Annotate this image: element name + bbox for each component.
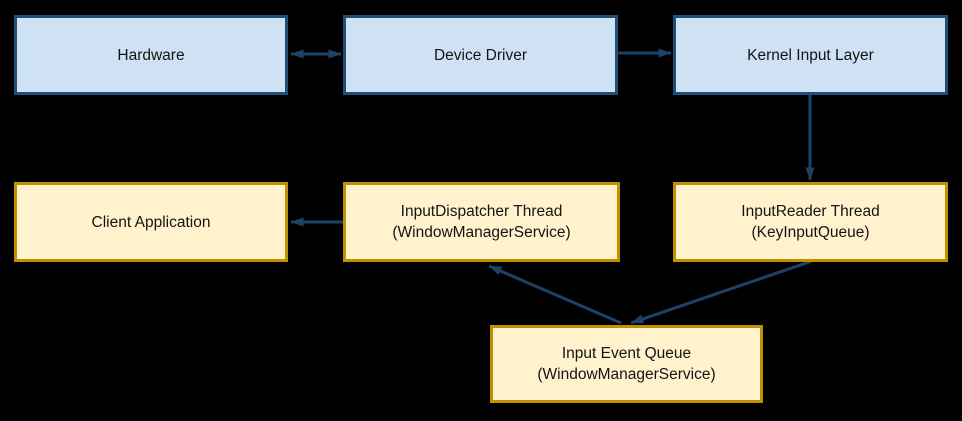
node-client-application: Client Application: [14, 182, 288, 262]
node-device-driver: Device Driver: [343, 15, 618, 95]
node-kernel-input-layer: Kernel Input Layer: [673, 15, 948, 95]
node-label: Client Application: [91, 213, 211, 231]
node-label: InputDispatcher Thread: [400, 203, 563, 220]
node-label: Input Event Queue: [561, 345, 692, 362]
node-input-event-queue: Input Event Queue (WindowManagerService): [490, 325, 763, 403]
node-sublabel: (KeyInputQueue): [751, 224, 870, 241]
arrow-input-event-queue-input-dispatcher: [488, 264, 622, 325]
node-input-reader-thread: InputReader Thread (KeyInputQueue): [673, 182, 948, 262]
node-label: Hardware: [117, 46, 185, 64]
node-input-dispatcher-thread: InputDispatcher Thread (WindowManagerSer…: [343, 182, 620, 262]
node-label: Kernel Input Layer: [747, 46, 874, 64]
node-hardware: Hardware: [14, 15, 288, 95]
node-label: InputReader Thread: [741, 203, 880, 220]
node-label: Device Driver: [433, 46, 527, 64]
node-sublabel: (WindowManagerService): [537, 366, 716, 383]
node-sublabel: (WindowManagerService): [392, 224, 571, 241]
arrow-input-reader-input-event-queue: [630, 258, 816, 325]
